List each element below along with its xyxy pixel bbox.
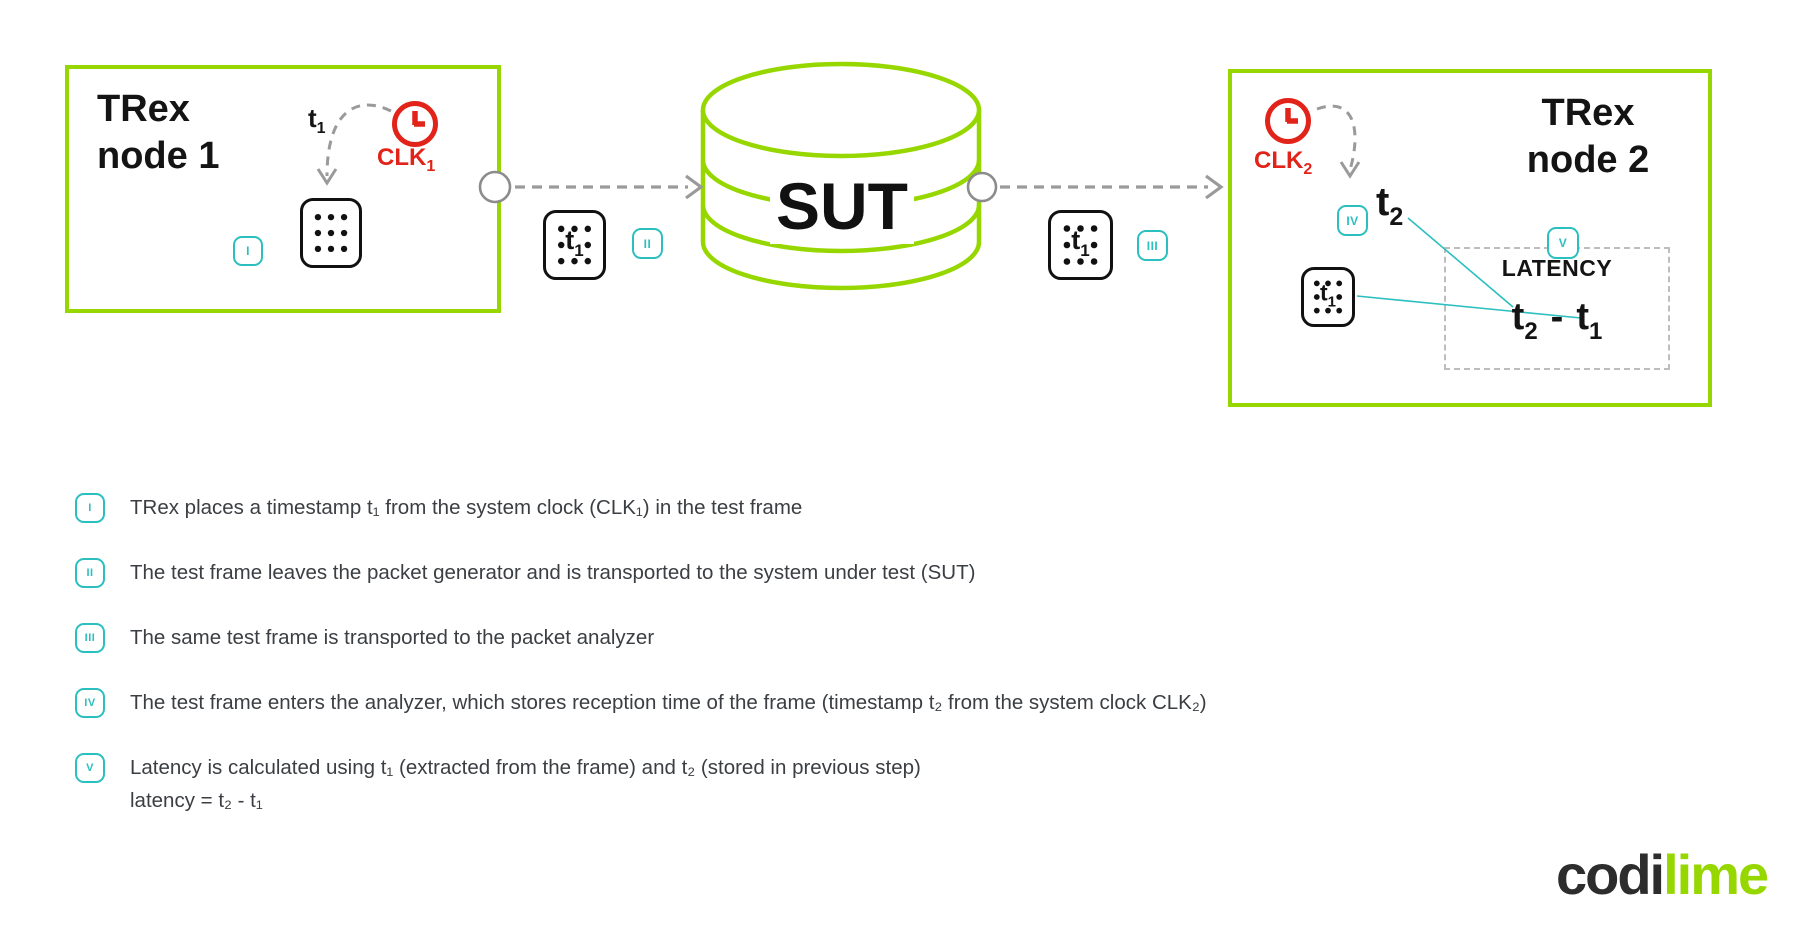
sut-label: SUT: [770, 168, 914, 244]
latency-formula: t2-t1: [1511, 296, 1603, 345]
badge-step-iii: III: [1137, 230, 1168, 261]
badge-step-ii: II: [632, 228, 663, 259]
test-frame-icon-link1: t1: [543, 210, 606, 280]
frame-t1-label: t1: [565, 224, 584, 260]
legend-badge-ii: II: [75, 558, 105, 588]
legend-badge-v: V: [75, 753, 105, 783]
trex-node1-title-line2: node 1: [97, 135, 220, 177]
logo-part-lime: lime: [1663, 843, 1769, 906]
frame-dots: [1313, 280, 1343, 314]
clock-icon-clk2: [1265, 98, 1311, 144]
test-frame-icon-link2: t1: [1048, 210, 1113, 280]
frame-dots: [557, 225, 592, 265]
badge-step-i-node1: I: [233, 236, 263, 266]
legend-text-iii: The same test frame is transported to th…: [130, 626, 655, 649]
t2-label-node2: t2: [1376, 180, 1404, 231]
trex-node1-title: TRex node 1: [97, 86, 219, 180]
trex-node2-title: TRex node 2: [1468, 90, 1708, 184]
legend-badge-iii: III: [75, 623, 105, 653]
frame-dots: [314, 213, 348, 253]
frame-t1-label: t1: [1319, 279, 1337, 311]
arrow-sut-to-node2: [1000, 174, 1224, 200]
legend-text-v-line2: latency = t₂ - t₁: [130, 789, 263, 812]
arrow-node1-to-sut: [515, 174, 704, 200]
frame-dots: [1063, 225, 1098, 265]
trex-node2-title-line2: node 2: [1526, 139, 1650, 181]
clk2-label: CLK2: [1254, 147, 1313, 178]
trex-node2-title-line1: TRex: [1541, 92, 1635, 134]
frame-t1-label: t1: [1071, 224, 1090, 260]
clk1-label: CLK1: [377, 144, 436, 175]
clock-icon-clk1: [392, 101, 438, 147]
trex-node1-title-line1: TRex: [97, 88, 190, 130]
badge-step-v: V: [1547, 227, 1579, 259]
legend-text-iv: The test frame enters the analyzer, whic…: [130, 691, 1207, 714]
legend-text-v: Latency is calculated using t₁ (extracte…: [130, 756, 921, 779]
test-frame-icon-node2: t1: [1301, 267, 1355, 327]
port-circle-sut: [966, 171, 998, 203]
logo-part-codi: codi: [1556, 843, 1665, 906]
latency-title: LATENCY: [1501, 255, 1613, 281]
legend-badge-iv: IV: [75, 688, 105, 718]
badge-step-iv: IV: [1337, 205, 1368, 236]
legend-badge-i: I: [75, 493, 105, 523]
t1-label-node1: t1: [308, 103, 326, 137]
legend-text-ii: The test frame leaves the packet generat…: [130, 561, 976, 584]
legend-text-i: TRex places a timestamp t₁ from the syst…: [130, 496, 803, 519]
test-frame-icon-node1: [300, 198, 362, 268]
codilime-logo: codilime: [1556, 842, 1769, 907]
